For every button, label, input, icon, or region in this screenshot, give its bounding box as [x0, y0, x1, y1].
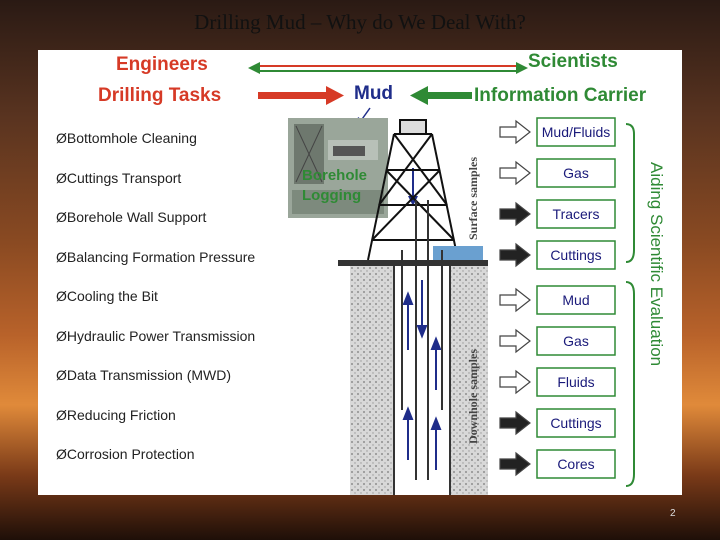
sample-arrow [499, 160, 531, 186]
task-label: Hydraulic Power Transmission [66, 327, 256, 344]
surface-bracket [625, 123, 635, 263]
task-item: ØBalancing Formation Pressure [56, 249, 255, 265]
surface-samples-label: Surface samples [466, 157, 480, 240]
sample-box [536, 117, 616, 147]
scientists-label: Scientists [528, 51, 618, 72]
sample-box [536, 240, 616, 270]
drilling-tasks-label: Drilling Tasks [98, 85, 222, 106]
sample-arrow [499, 119, 531, 145]
task-bullet: Ø [56, 288, 67, 304]
downhole-sample-label: Fluids [557, 374, 595, 390]
task-item: ØBottomhole Cleaning [56, 130, 197, 146]
task-item: ØCooling the Bit [56, 288, 158, 304]
slide-number: 2 [670, 508, 676, 519]
task-item: ØBorehole Wall Support [56, 209, 206, 225]
task-label: Corrosion Protection [66, 446, 195, 462]
sample-box [536, 326, 616, 356]
downhole-sample-label: Gas [563, 333, 589, 349]
surface-sample-label: Mud/Fluids [541, 124, 611, 140]
surface-sample-label: Gas [563, 165, 589, 181]
mud-pit [433, 246, 483, 260]
mud-label: Mud [354, 83, 394, 104]
task-label: Data Transmission (MWD) [66, 367, 232, 383]
task-label: Reducing Friction [66, 406, 176, 423]
downhole-samples-label: Downhole samples [466, 348, 480, 444]
sample-arrow [499, 451, 531, 477]
sample-box [536, 449, 616, 479]
task-label: Bottomhole Cleaning [66, 130, 197, 146]
borehole-logging-line2: Logging [302, 187, 362, 204]
rig-floor [338, 260, 488, 266]
sample-arrow [499, 328, 531, 354]
task-bullet: Ø [56, 209, 67, 225]
downhole-sample-label: Cores [557, 456, 595, 472]
surface-sample-label: Tracers [552, 206, 600, 222]
arrow-right-head [516, 62, 528, 74]
task-bullet: Ø [56, 248, 67, 265]
engineers-label: Engineers [116, 54, 208, 75]
sample-arrow [499, 287, 531, 313]
information-carrier-label: Information Carrier [474, 85, 647, 106]
task-item: ØCorrosion Protection [56, 446, 195, 462]
task-label: Cooling the Bit [66, 288, 158, 304]
red-arrow-shaft [258, 92, 326, 99]
downhole-bracket [625, 281, 635, 487]
borehole-logging-label: Borehole Logging [302, 166, 367, 206]
sample-box [536, 158, 616, 188]
diagram-panel: Engineers Scientists Drilling Tasks Mud … [38, 50, 682, 495]
task-bullet: Ø [56, 367, 67, 383]
slide-title: Drilling Mud – Why do We Deal With? [194, 10, 526, 34]
downhole-sample-label: Cuttings [550, 415, 602, 431]
red-arrow-head [326, 86, 344, 105]
borehole-logging-line1: Borehole [302, 167, 368, 184]
green-arrow-head [410, 86, 428, 105]
downhole-sample-label: Mud [562, 292, 590, 308]
task-bullet: Ø [56, 169, 67, 186]
arrow-left-head [248, 62, 260, 74]
task-item: ØReducing Friction [56, 407, 176, 423]
sample-arrow [499, 201, 531, 227]
sample-box [536, 367, 616, 397]
task-item: ØCuttings Transport [56, 170, 181, 186]
task-label: Cuttings Transport [66, 169, 182, 186]
sample-arrow [499, 242, 531, 268]
sample-box [536, 199, 616, 229]
surface-sample-label: Cuttings [550, 247, 602, 263]
task-bullet: Ø [56, 327, 67, 344]
sample-box [536, 408, 616, 438]
sample-arrow [499, 369, 531, 395]
task-item: ØData Transmission (MWD) [56, 367, 231, 383]
drilling-rig [367, 119, 459, 261]
aiding-scientific-evaluation-label: Aiding Scientific Evaluation [647, 162, 666, 367]
task-label: Balancing Formation Pressure [66, 248, 256, 265]
green-arrow-shaft [428, 92, 472, 99]
sample-box [536, 285, 616, 315]
diagram-graphics [248, 62, 635, 495]
task-item: ØHydraulic Power Transmission [56, 328, 255, 344]
task-bullet: Ø [56, 130, 67, 146]
task-bullet: Ø [56, 406, 67, 423]
sample-arrow [499, 410, 531, 436]
task-label: Borehole Wall Support [66, 209, 207, 225]
task-bullet: Ø [56, 446, 67, 462]
